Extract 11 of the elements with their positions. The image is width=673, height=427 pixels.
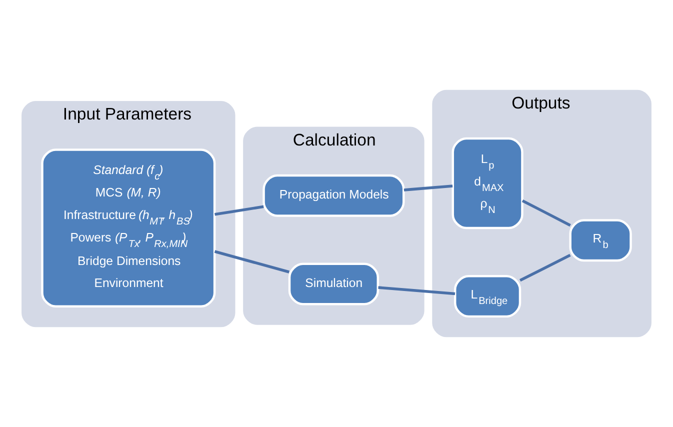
connector (519, 254, 571, 282)
connector (404, 184, 453, 192)
connector (522, 199, 571, 227)
connector (214, 250, 290, 274)
connector (214, 205, 264, 216)
connector (378, 286, 456, 296)
node-box: Propagation Models (262, 174, 405, 217)
node-box: R$_{b}$ (569, 219, 632, 262)
node-box: Simulation (288, 262, 380, 306)
node-box: L$_{p}$ d$_{MAX}$ ρ$_{N}$ (452, 137, 524, 230)
node-box: L$_{Bridge}$ (454, 275, 522, 318)
